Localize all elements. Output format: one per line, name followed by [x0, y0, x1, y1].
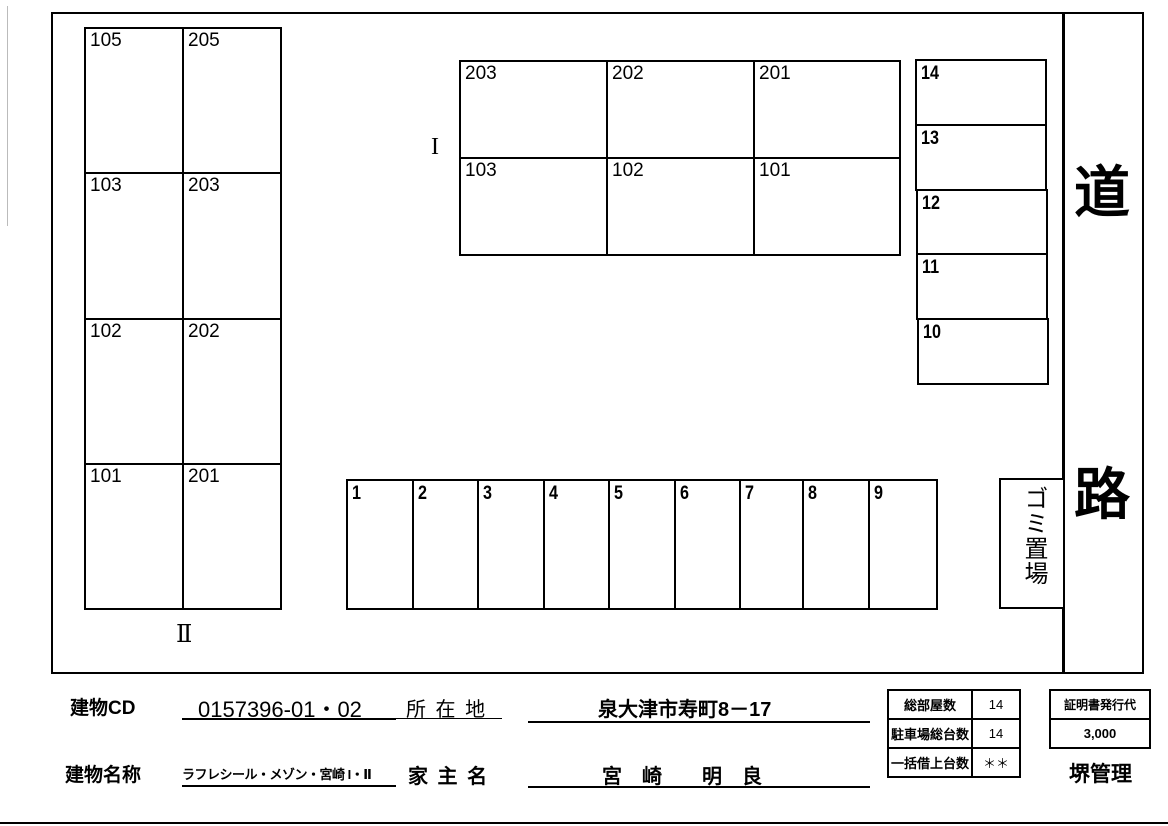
room-103: 103 — [84, 172, 184, 320]
stats-label-rooms: 総部屋数 — [886, 689, 974, 720]
building-cd-underline — [182, 718, 396, 720]
room-201: 201 — [182, 463, 282, 610]
room-205: 205 — [182, 27, 282, 174]
building-II-label: Ⅱ — [176, 622, 193, 648]
location-underline — [528, 721, 870, 723]
owner-underline — [528, 786, 870, 788]
room-203: 203 — [182, 172, 282, 320]
parking-space-8: 8 — [802, 479, 870, 610]
parking-space-1: 1 — [346, 479, 414, 610]
certificate-fee-label: 証明書発行代 — [1049, 689, 1151, 720]
location-value: 泉大津市寿町8－17 — [598, 699, 772, 721]
parking-space-2: 2 — [412, 479, 479, 610]
room-101: 101 — [84, 463, 184, 610]
owner-value: 宮 崎 明 良 — [602, 766, 762, 788]
building-name-value: ラフレシール・メゾン・宮崎 I・Ⅱ — [182, 767, 372, 782]
parking-space-9: 9 — [868, 479, 938, 610]
stats-label-bulk-lease: 一括借上台数 — [886, 747, 974, 778]
road-char-1: 道 — [1074, 161, 1130, 224]
room-I-101: 101 — [753, 157, 901, 256]
room-105: 105 — [84, 27, 184, 174]
owner-label: 家 主 名 — [408, 766, 490, 788]
stats-row-bulk-lease: 一括借上台数 ＊＊ — [886, 747, 1022, 778]
room-I-203: 203 — [459, 60, 608, 159]
parking-space-7: 7 — [739, 479, 804, 610]
room-102: 102 — [84, 318, 184, 465]
certificate-fee-value: 3,000 — [1049, 718, 1151, 749]
management-label: 堺管理 — [1069, 763, 1132, 786]
stats-row-rooms: 総部屋数 14 — [886, 689, 1022, 720]
building-name-label: 建物名称 — [65, 765, 142, 786]
location-label: 所 在 地 — [406, 699, 488, 721]
building-name-underline — [182, 785, 396, 787]
road-char-2: 路 — [1074, 463, 1130, 526]
parking-space-6: 6 — [674, 479, 741, 610]
room-I-201: 201 — [753, 60, 901, 159]
stats-value-bulk-lease: ＊＊ — [971, 747, 1022, 778]
site-plan-frame — [51, 12, 1144, 674]
certificate-fee-value-row: 3,000 — [1049, 718, 1151, 749]
room-I-102: 102 — [606, 157, 755, 256]
certificate-fee-header-row: 証明書発行代 — [1049, 689, 1151, 720]
location-label-underline — [396, 718, 502, 719]
parking-space-5: 5 — [608, 479, 676, 610]
room-I-103: 103 — [459, 157, 608, 256]
garbage-area: ゴミ置場 — [999, 478, 1065, 609]
stats-label-parking: 駐車場総台数 — [886, 718, 974, 749]
parking-space-12: 12 — [916, 189, 1048, 255]
parking-space-10: 10 — [917, 318, 1049, 385]
room-202: 202 — [182, 318, 282, 465]
room-I-202: 202 — [606, 60, 755, 159]
bottom-rule — [0, 822, 1168, 824]
stats-value-rooms: 14 — [971, 689, 1022, 720]
parking-space-13: 13 — [915, 124, 1047, 191]
road-strip — [1062, 12, 1144, 674]
building-cd-label: 建物CD — [70, 698, 136, 719]
certificate-fee-table: 証明書発行代 3,000 — [1049, 689, 1151, 749]
parking-space-14: 14 — [915, 59, 1047, 126]
stats-row-parking: 駐車場総台数 14 — [886, 718, 1022, 749]
parking-space-11: 11 — [916, 253, 1048, 320]
garbage-area-label: ゴミ置場 — [1020, 486, 1047, 586]
parking-space-3: 3 — [477, 479, 545, 610]
building-cd-value: 0157396-01・02 — [198, 697, 362, 722]
margin-line — [7, 6, 8, 226]
stats-value-parking: 14 — [971, 718, 1022, 749]
stats-table: 総部屋数 14 駐車場総台数 14 一括借上台数 ＊＊ — [886, 689, 1022, 778]
building-I-label: I — [431, 134, 439, 160]
parking-space-4: 4 — [543, 479, 610, 610]
